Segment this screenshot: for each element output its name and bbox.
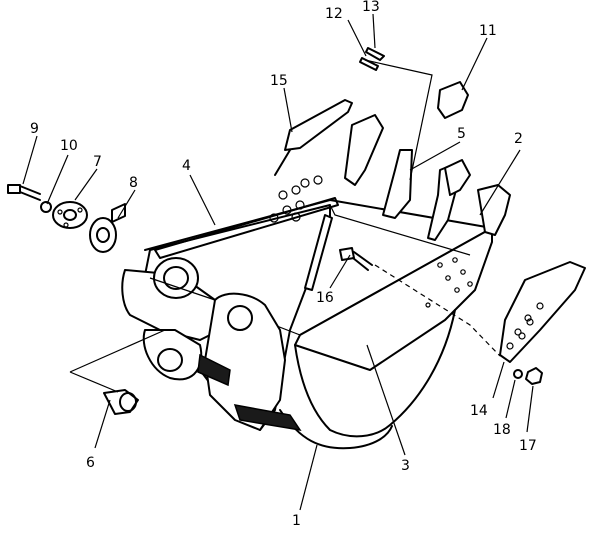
callout-17: 17: [519, 438, 537, 454]
right-plate-holes: [425, 257, 473, 308]
boss-7: [52, 201, 88, 229]
wall-bolts: [269, 175, 323, 223]
callout-11: 11: [479, 23, 497, 39]
side-plate-15: [274, 99, 353, 176]
callout-6: 6: [86, 455, 95, 471]
callout-4: 4: [182, 158, 191, 174]
nut-17: [525, 367, 543, 385]
callout-16: 16: [316, 290, 334, 306]
washer-18: [513, 369, 523, 379]
callout-7: 7: [93, 154, 102, 170]
shim-8: [89, 203, 126, 253]
side-cutter: [499, 261, 586, 363]
callout-15: 15: [270, 73, 288, 89]
callout-8: 8: [129, 175, 138, 191]
callout-18: 18: [493, 422, 511, 438]
callout-3: 3: [401, 458, 410, 474]
callout-1: 1: [292, 513, 301, 529]
callout-9: 9: [30, 121, 39, 137]
bolt-9: [7, 184, 41, 201]
callout-leaders: [22, 13, 534, 511]
callout-2: 2: [514, 131, 523, 147]
callout-13: 13: [362, 0, 380, 15]
bolt-16: [339, 247, 373, 271]
hinge-bracket: [121, 257, 302, 432]
bucket-teeth: [344, 81, 511, 241]
bushing-6: [103, 389, 139, 415]
pin-12-13: [359, 47, 385, 71]
callout-5: 5: [457, 126, 466, 142]
callout-10: 10: [60, 138, 78, 154]
callout-12: 12: [325, 6, 343, 22]
assembly-lines: [69, 59, 501, 393]
washer-10: [40, 201, 52, 213]
callout-14: 14: [470, 403, 488, 419]
